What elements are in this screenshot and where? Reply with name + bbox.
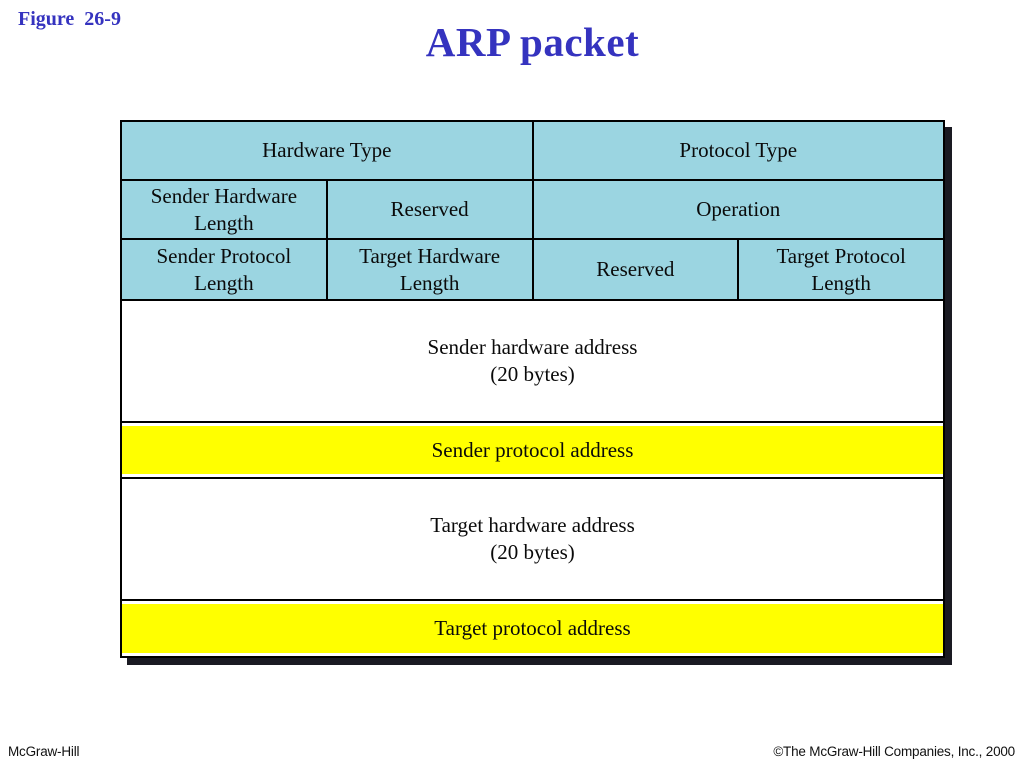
packet-field-cell: Target hardware address (20 bytes) <box>122 479 943 599</box>
packet-field-cell: Target protocol address <box>122 601 943 656</box>
footer-copyright: ©The McGraw-Hill Companies, Inc., 2000 <box>773 744 1015 759</box>
packet-field-cell: Hardware Type <box>122 122 532 179</box>
packet-field-cell: Protocol Type <box>533 122 943 179</box>
figure-label: Figure 26-9 <box>18 8 121 30</box>
packet-field-cell: Sender Hardware Length <box>122 181 326 238</box>
packet-field-cell: Sender protocol address <box>122 423 943 477</box>
footer-publisher: McGraw-Hill <box>8 744 80 759</box>
packet-field-cell: Target Protocol Length <box>739 240 943 299</box>
packet-field-cell: Reserved <box>327 181 532 238</box>
packet-field-cell: Operation <box>533 181 943 238</box>
packet-field-cell: Reserved <box>533 240 738 299</box>
packet-field-cell: Sender Protocol Length <box>122 240 326 299</box>
page-title: ARP packet <box>425 19 640 65</box>
packet-field-cell: Sender hardware address (20 bytes) <box>122 301 943 421</box>
packet-field-cell: Target Hardware Length <box>327 240 532 299</box>
